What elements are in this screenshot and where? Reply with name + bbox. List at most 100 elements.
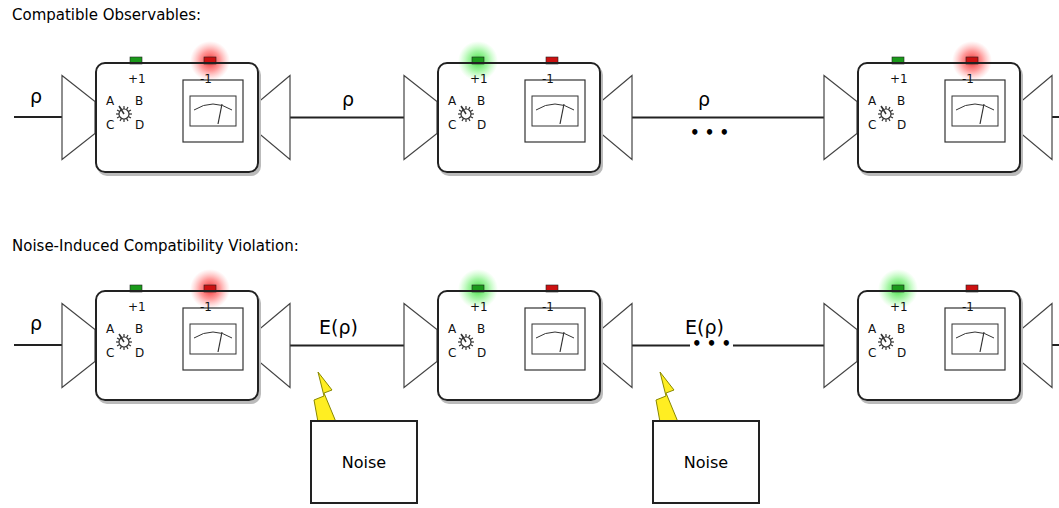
meter-needle xyxy=(560,104,564,124)
meter-window xyxy=(952,96,998,126)
dial-pointer xyxy=(461,106,466,114)
measurement-device: +1 -1A B C D xyxy=(95,290,259,401)
meter-window xyxy=(532,96,578,126)
dial-pointer xyxy=(461,334,466,342)
input-funnel xyxy=(404,304,437,388)
setting-label: B xyxy=(477,322,485,336)
setting-label: B xyxy=(477,94,485,108)
output-funnel xyxy=(1021,76,1052,160)
noise-box: Noise xyxy=(310,420,418,504)
setting-label: D xyxy=(897,346,906,360)
noise-box: Noise xyxy=(652,420,760,504)
outcome-label: +1 xyxy=(128,300,146,314)
signal-wire xyxy=(601,117,857,118)
meter-scale xyxy=(956,332,994,338)
input-wire xyxy=(14,116,64,118)
meter-window xyxy=(952,324,998,354)
input-funnel xyxy=(404,76,437,160)
measurement-device: +1 -1A B C D xyxy=(857,62,1021,173)
dial-pointer xyxy=(119,334,124,342)
input-funnel xyxy=(62,304,95,388)
outcome-label: +1 xyxy=(470,72,488,86)
setting-label: D xyxy=(477,346,486,360)
noise-label: Noise xyxy=(684,453,728,472)
meter-window xyxy=(190,96,236,126)
ellipsis: • • • xyxy=(688,124,731,142)
outcome-label: +1 xyxy=(890,72,908,86)
input-wire xyxy=(14,344,64,346)
setting-label: B xyxy=(135,322,143,336)
outcome-label: +1 xyxy=(128,72,146,86)
output-funnel xyxy=(259,76,290,160)
meter-scale xyxy=(194,332,232,338)
setting-label: A xyxy=(868,94,876,108)
dial-pointer xyxy=(881,334,886,342)
setting-label: C xyxy=(106,346,114,360)
measurement-device: +1 -1A B C D xyxy=(95,62,259,173)
meter-frame xyxy=(525,80,585,142)
output-funnel xyxy=(601,304,632,388)
output-funnel xyxy=(1021,304,1052,388)
outcome-label: -1 xyxy=(542,300,554,314)
measurement-device: +1-1ABCD xyxy=(857,290,1021,401)
setting-label: C xyxy=(448,346,456,360)
measurement-device: +1 -1A B C D xyxy=(437,290,601,401)
meter-scale xyxy=(194,104,232,110)
setting-label: B xyxy=(897,94,905,108)
setting-label: D xyxy=(897,118,906,132)
noise-label: Noise xyxy=(342,453,386,472)
setting-label: A xyxy=(448,322,456,336)
signal-label: ρ xyxy=(340,88,356,110)
meter-frame xyxy=(183,80,243,142)
signal-label: ρ xyxy=(28,85,44,107)
output-funnel xyxy=(259,304,290,388)
setting-label: C xyxy=(868,346,876,360)
meter-window xyxy=(532,324,578,354)
dial-pointer xyxy=(119,106,124,114)
signal-label: E(ρ) xyxy=(683,316,726,338)
setting-label: A xyxy=(106,322,114,336)
setting-label: A xyxy=(106,94,114,108)
signal-label: E(ρ) xyxy=(317,316,360,338)
outcome-label: -1 xyxy=(200,72,212,86)
setting-label: D xyxy=(477,118,486,132)
outcome-label: -1 xyxy=(962,300,974,314)
measurement-device: +1 -1A B C D xyxy=(437,62,601,173)
dial-pointer xyxy=(881,106,886,114)
output-funnel xyxy=(601,76,632,160)
signal-label: ρ xyxy=(28,312,44,334)
setting-label: D xyxy=(135,346,144,360)
setting-label: B xyxy=(897,322,905,336)
outcome-label: -1 xyxy=(200,300,212,314)
meter-frame xyxy=(945,308,1005,370)
meter-needle xyxy=(218,104,222,124)
setting-label: C xyxy=(448,118,456,132)
input-funnel xyxy=(824,304,857,388)
setting-label: A xyxy=(448,94,456,108)
outcome-label: -1 xyxy=(962,72,974,86)
setting-label: D xyxy=(135,118,144,132)
setting-label: C xyxy=(106,118,114,132)
section-title: Noise-Induced Compatibility Violation: xyxy=(10,237,301,255)
input-funnel xyxy=(62,76,95,160)
meter-scale xyxy=(956,104,994,110)
noise-lightning xyxy=(314,372,336,422)
outcome-label: -1 xyxy=(542,72,554,86)
setting-label: C xyxy=(868,118,876,132)
meter-needle xyxy=(560,332,564,352)
section-title: Compatible Observables: xyxy=(10,6,203,24)
meter-scale xyxy=(536,332,574,338)
meter-frame xyxy=(945,80,1005,142)
meter-frame xyxy=(183,308,243,370)
outcome-label: +1 xyxy=(470,300,488,314)
setting-label: A xyxy=(868,322,876,336)
input-funnel xyxy=(824,76,857,160)
meter-frame xyxy=(525,308,585,370)
meter-needle xyxy=(980,104,984,124)
noise-lightning xyxy=(656,372,678,422)
setting-label: B xyxy=(135,94,143,108)
meter-needle xyxy=(218,332,222,352)
wire-line xyxy=(601,117,857,119)
meter-scale xyxy=(536,104,574,110)
meter-window xyxy=(190,324,236,354)
